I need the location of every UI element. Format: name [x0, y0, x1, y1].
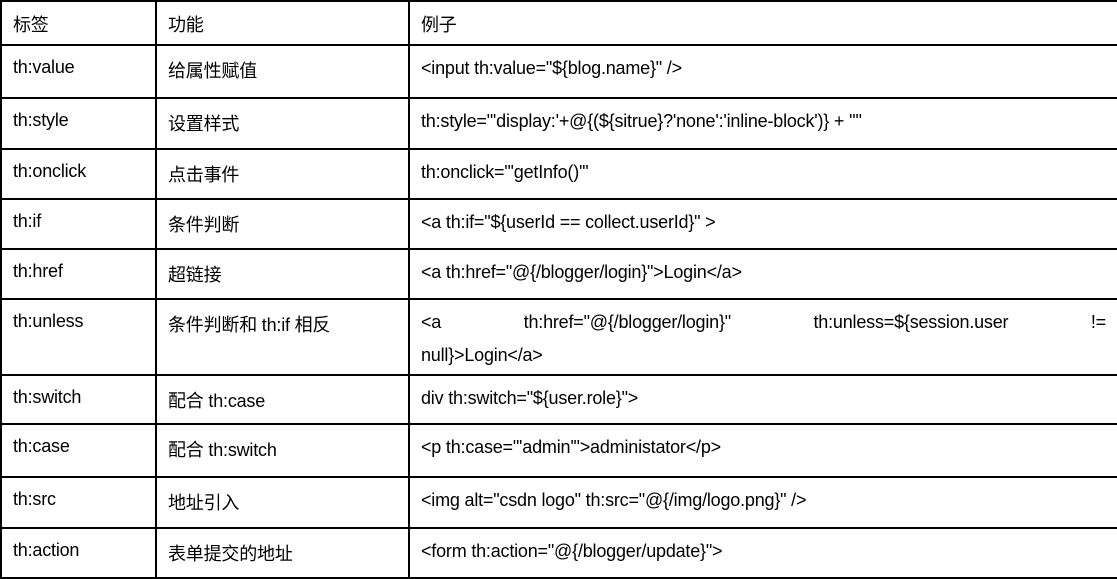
function-cell: 配合 th:case — [155, 374, 410, 425]
function-cell: 点击事件 — [155, 148, 410, 200]
tag-cell: th:href — [0, 248, 157, 300]
tag-cell: th:unless — [0, 298, 157, 376]
example-cell: div th:switch="${user.role}"> — [408, 374, 1117, 425]
function-cell: 配合 th:switch — [155, 423, 410, 478]
example-cell: th:style="'display:'+@{(${sitrue}?'none'… — [408, 97, 1117, 150]
example-cell: <input th:value="${blog.name}" /> — [408, 44, 1117, 99]
tag-cell: th:case — [0, 423, 157, 478]
example-line: null}>Login</a> — [421, 345, 543, 365]
example-cell: <a th:if="${userId == collect.userId}" > — [408, 198, 1117, 250]
function-cell: 超链接 — [155, 248, 410, 300]
example-cell: <a th:href="@{/blogger/login}" th:unless… — [408, 298, 1117, 376]
tag-cell: th:value — [0, 44, 157, 99]
tag-cell: th:switch — [0, 374, 157, 425]
tag-cell: th:if — [0, 198, 157, 250]
header-cell-example: 例子 — [408, 0, 1117, 46]
function-cell: 地址引入 — [155, 476, 410, 529]
tag-cell: th:onclick — [0, 148, 157, 200]
example-line: <a th:href="@{/blogger/login}" th:unless… — [421, 312, 1106, 332]
example-cell: <img alt="csdn logo" th:src="@{/img/logo… — [408, 476, 1117, 529]
header-cell-tag: 标签 — [0, 0, 157, 46]
table-header-row: 标签 功能 例子 — [0, 0, 1117, 46]
function-cell: 条件判断和 th:if 相反 — [155, 298, 410, 376]
tag-cell: th:style — [0, 97, 157, 150]
tag-cell: th:action — [0, 527, 157, 579]
tag-cell: th:src — [0, 476, 157, 529]
example-cell: <p th:case="'admin'">administator</p> — [408, 423, 1117, 478]
example-cell: th:onclick="'getInfo()'" — [408, 148, 1117, 200]
function-cell: 设置样式 — [155, 97, 410, 150]
example-cell: <a th:href="@{/blogger/login}">Login</a> — [408, 248, 1117, 300]
function-cell: 表单提交的地址 — [155, 527, 410, 579]
header-cell-function: 功能 — [155, 0, 410, 46]
function-cell: 条件判断 — [155, 198, 410, 250]
function-cell: 给属性赋值 — [155, 44, 410, 99]
